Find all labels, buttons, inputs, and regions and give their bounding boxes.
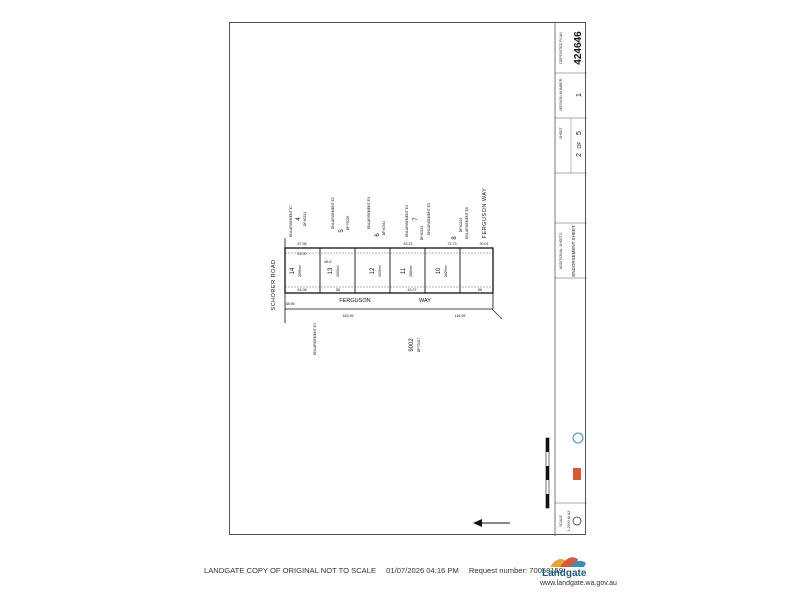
svg-text:66.5: 66.5 <box>325 260 332 264</box>
scale-bar-icon <box>545 437 550 509</box>
survey-plan-drawing: DEPOSITED PLAN 424646 VERSION NUMBER 1 S… <box>271 23 587 536</box>
landgate-logo-icon <box>550 557 586 567</box>
enlargement-e6-label: ENLARGEMENT E6 <box>465 207 469 239</box>
svg-text:ENLARGEMENT E3: ENLARGEMENT E3 <box>367 197 371 229</box>
road-way: WAY <box>419 298 431 304</box>
svg-text:DP40224: DP40224 <box>459 218 463 233</box>
adjoining-lot-6: 6 DP40341 ENLARGEMENT E3 <box>367 197 386 237</box>
enlargement-e1-label: ENLARGEMENT E1 <box>313 323 317 355</box>
svg-text:8: 8 <box>452 236 458 240</box>
svg-text:DP40224: DP40224 <box>420 226 424 241</box>
adjoining-lot-8: 8 DP40224 ENLARGEMENT E5 <box>427 203 463 240</box>
dimension-labels: 57.98 52.00 43.22 72.73 20.01 183.99 116… <box>286 242 489 318</box>
seal-icon <box>572 516 582 526</box>
svg-text:10: 10 <box>436 267 442 274</box>
road-ferguson-way-top: FERGUSON WAY <box>482 188 488 239</box>
footer-copy-notice: LANDGATE COPY OF ORIGINAL NOT TO SCALE <box>204 566 377 575</box>
svg-text:58: 58 <box>336 288 340 292</box>
svg-text:56: 56 <box>478 288 482 292</box>
lot-10: 10 2829m² <box>436 264 448 277</box>
svg-text:4000m²: 4000m² <box>378 264 382 277</box>
svg-text:DP75026: DP75026 <box>346 216 350 231</box>
svg-text:ENLARGEMENT E4: ENLARGEMENT E4 <box>405 205 409 237</box>
svg-text:116.99: 116.99 <box>455 314 466 318</box>
svg-text:11: 11 <box>401 267 407 274</box>
landgate-url[interactable]: www.landgate.wa.gov.au <box>540 580 617 587</box>
sheet-of: OF <box>577 142 583 149</box>
north-arrow-icon <box>473 519 510 527</box>
title-block: DEPOSITED PLAN 424646 VERSION NUMBER 1 S… <box>554 23 587 536</box>
version-label: VERSION NUMBER <box>559 78 563 111</box>
lot-12: 12 4000m² <box>370 264 382 277</box>
sheet-label: SHEET <box>559 126 563 139</box>
lot-11: 11 2884m² <box>401 264 413 277</box>
svg-text:2884m²: 2884m² <box>409 264 413 277</box>
sheet-total: 5 <box>576 131 583 135</box>
svg-text:6: 6 <box>375 233 381 237</box>
svg-text:43.22: 43.22 <box>404 242 413 246</box>
svg-text:5: 5 <box>339 229 345 233</box>
surveyor-logo-icon <box>572 432 584 444</box>
plan-sheet: DEPOSITED PLAN 424646 VERSION NUMBER 1 S… <box>229 22 587 536</box>
footer-datetime: 01/07/2026 04:16 PM <box>386 566 459 575</box>
svg-text:183.99: 183.99 <box>343 314 354 318</box>
landgate-wordmark: Landgate <box>542 568 587 579</box>
svg-text:13: 13 <box>328 267 334 274</box>
footer-request-number: Request number: 70058159 <box>468 566 564 575</box>
road-ferguson: FERGUSON <box>339 298 370 304</box>
svg-text:7: 7 <box>413 217 419 221</box>
svg-text:ENLARGEMENT E7: ENLARGEMENT E7 <box>289 205 293 237</box>
lot-9002: 9002 <box>409 338 415 352</box>
svg-text:20.01: 20.01 <box>480 242 489 246</box>
sheet-title: ENDORSEMENT SHEET <box>571 225 576 276</box>
svg-text:4: 4 <box>296 217 302 221</box>
svg-text:61.08: 61.08 <box>298 288 307 292</box>
sheet-number: 2 <box>576 153 583 157</box>
svg-text:52.00: 52.00 <box>298 252 307 256</box>
svg-text:4000m²: 4000m² <box>336 264 340 277</box>
scale-label: SCALE <box>559 515 563 527</box>
svg-text:ENLARGEMENT E2: ENLARGEMENT E2 <box>331 197 335 229</box>
version-number: 1 <box>576 93 583 97</box>
svg-text:43.27: 43.27 <box>408 288 417 292</box>
adjoining-lot-7: 7 DP40224 ENLARGEMENT E4 <box>405 205 424 240</box>
svg-text:DP40341: DP40341 <box>382 221 386 236</box>
additional-sheets-label: ADDITIONAL SHEETS <box>559 232 563 269</box>
adjoining-lot-4: 4 DP40224 ENLARGEMENT E7 <box>289 205 307 237</box>
svg-text:2829m²: 2829m² <box>444 264 448 277</box>
svg-text:DP40224: DP40224 <box>303 212 307 227</box>
lot-9002-ref: DP75027 <box>417 338 421 353</box>
svg-text:38.95: 38.95 <box>286 302 295 306</box>
footer-notice: LANDGATE COPY OF ORIGINAL NOT TO SCALE 0… <box>204 566 571 575</box>
svg-text:14: 14 <box>290 267 296 274</box>
svg-text:ENLARGEMENT E5: ENLARGEMENT E5 <box>427 203 431 235</box>
plan-label: DEPOSITED PLAN <box>559 32 563 64</box>
svg-text:57.98: 57.98 <box>298 242 307 246</box>
svg-text:12: 12 <box>370 267 376 274</box>
landgate-small-logo-icon <box>573 468 581 480</box>
road-schorer: SCHORER ROAD <box>271 260 277 311</box>
lot-13: 13 4000m² <box>328 264 340 277</box>
plan-number: 424646 <box>573 31 584 65</box>
adjoining-lot-5: 5 DP75026 ENLARGEMENT E2 <box>331 197 350 233</box>
subdivision-parcels <box>284 238 503 323</box>
lot-14: 14 2896m² <box>290 264 302 277</box>
svg-text:2896m²: 2896m² <box>298 264 302 277</box>
svg-text:72.73: 72.73 <box>448 242 457 246</box>
scale-value: 1:2000 @ A3 <box>567 511 571 532</box>
